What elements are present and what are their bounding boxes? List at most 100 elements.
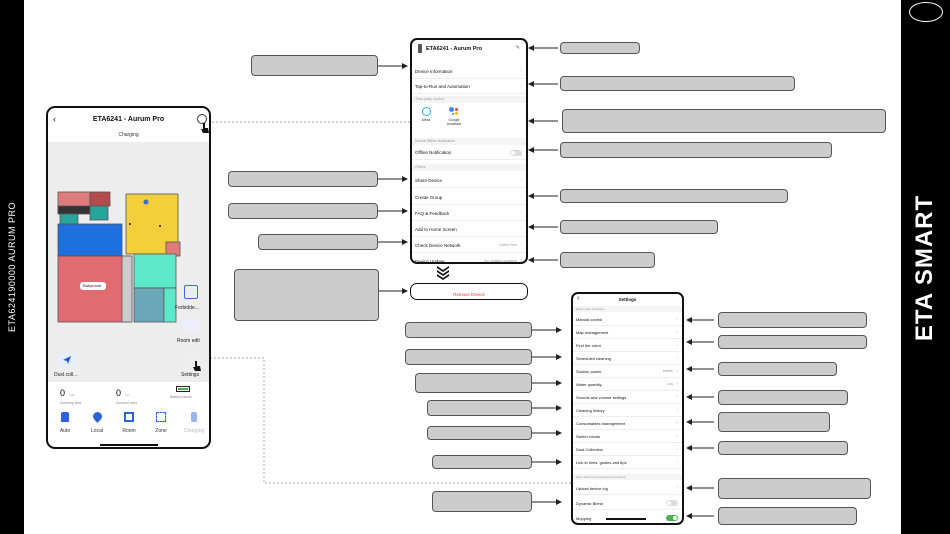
menu-label: Check Device Network (415, 243, 461, 248)
alexa-button[interactable]: Alexa (417, 107, 435, 122)
floor-map[interactable] (48, 142, 209, 382)
menu-add-home-screen[interactable]: Add to Home Screen› (412, 222, 526, 237)
chevron-right-icon: › (520, 194, 522, 200)
chevron-right-icon: › (520, 177, 522, 183)
settings-item[interactable]: Scheduled cleaning› (573, 352, 682, 365)
settings-item[interactable]: Manual control› (573, 313, 682, 326)
settings-item[interactable]: Cleaning history› (573, 404, 682, 417)
mode-bar: Auto Local Room Zone Charging (48, 408, 209, 447)
dust-collection-label: Dust coll... (54, 372, 78, 378)
mopping-toggle[interactable] (666, 515, 678, 521)
callout-box (718, 412, 830, 432)
section-third-party: Third-party Control (412, 96, 526, 103)
section-basic: Basic robot functions (573, 306, 682, 312)
callout-box (560, 142, 832, 158)
menu-label: Add to Home Screen (415, 227, 457, 232)
callout-box (718, 507, 857, 525)
settings-label: Map management (576, 330, 609, 335)
settings-label: Mopping (576, 516, 592, 521)
settings-title: Settings (618, 297, 637, 302)
menu-device-update[interactable]: Device Update No updates available › (412, 254, 526, 263)
settings-screen: ‹ Settings Basic robot functions Manual … (571, 292, 684, 525)
remove-device-button[interactable]: Remove Device (410, 283, 528, 300)
settings-value: Low (666, 382, 673, 386)
mode-label: Charging (183, 428, 205, 434)
chevron-right-icon: › (520, 210, 522, 216)
chevron-right-icon: › (676, 459, 678, 465)
settings-item[interactable]: Consumables management› (573, 417, 682, 430)
edit-pencil-icon[interactable]: ✎ (515, 45, 520, 51)
callout-box (560, 252, 655, 268)
settings-item[interactable]: Link to hints, guides and tips› (573, 456, 682, 469)
menu-faq-feedback[interactable]: FAQ & Feedback› (412, 206, 526, 221)
mode-auto[interactable]: Auto (54, 412, 76, 434)
menu-tap-to-run[interactable]: Tap-to-Run and Automation› (412, 79, 526, 94)
callout-box (560, 189, 788, 203)
menu-check-network[interactable]: Check Device Network Check Now › (412, 238, 526, 253)
settings-label: Cleaning history (576, 408, 605, 413)
settings-item[interactable]: Find the robot› (573, 339, 682, 352)
right-brand-bar: ETA SMART (901, 0, 950, 534)
mode-room[interactable]: Room (118, 412, 140, 434)
mode-local[interactable]: Local (86, 410, 108, 434)
forbidden-zone-icon[interactable] (184, 285, 198, 299)
device-thumbnail-icon (418, 44, 422, 53)
menu-device-information[interactable]: Device Information › (412, 64, 526, 79)
callout-box (415, 373, 532, 393)
mode-charging[interactable]: Charging (182, 412, 206, 434)
stat-label: Cleaning time (60, 401, 82, 405)
menu-value: No updates available (484, 259, 517, 263)
room-edit-icon[interactable] (182, 318, 200, 332)
more-options-icon[interactable] (197, 114, 207, 124)
chevron-right-icon: › (676, 368, 678, 374)
google-assistant-button[interactable]: Google Assistant (444, 107, 464, 126)
stat-unit: m² (125, 393, 129, 397)
hand-pointer-icon (193, 361, 201, 371)
menu-label: Device Information (415, 69, 453, 74)
settings-label: Manual control (576, 317, 603, 322)
callout-box (234, 269, 379, 321)
callout-box (560, 220, 718, 234)
settings-item[interactable]: Map management› (573, 326, 682, 339)
menu-share-device[interactable]: Share Device› (412, 173, 526, 188)
settings-item[interactable]: Dust Collection› (573, 443, 682, 456)
callout-box (251, 55, 378, 76)
callout-box (405, 322, 532, 338)
settings-mopping[interactable]: Mopping (573, 512, 682, 523)
settings-item[interactable]: Switch robots› (573, 430, 682, 443)
settings-value: Infinite (662, 369, 673, 373)
settings-item[interactable]: Sounds and volume settings› (573, 391, 682, 404)
callout-box (560, 42, 640, 54)
section-offline: Device Offline Notification (412, 138, 526, 145)
settings-upload-log[interactable]: Upload device log› (573, 482, 682, 495)
chevron-right-icon: › (520, 68, 522, 74)
device-menu-title: ETA6241 - Aurum Pro (426, 46, 482, 52)
left-side-bar: ETA624190000 AURUM PRO (0, 0, 24, 534)
location-pin-icon (90, 410, 104, 423)
settings-label: Consumables management (576, 421, 625, 426)
menu-value: Check Now (499, 243, 517, 247)
chevron-right-icon: › (676, 433, 678, 439)
settings-label: Sounds and volume settings (576, 395, 627, 400)
callout-box (405, 349, 532, 365)
google-assistant-label: Google Assistant (446, 118, 462, 126)
airplane-icon (63, 356, 71, 364)
mode-zone[interactable]: Zone (150, 412, 172, 434)
model-code-text: ETA624190000 AURUM PRO (7, 202, 17, 332)
menu-create-group[interactable]: Create Group› (412, 190, 526, 205)
back-arrow-icon[interactable]: ‹ (53, 114, 56, 124)
back-arrow-icon[interactable]: ‹ (577, 295, 580, 302)
settings-dynamic-blend[interactable]: Dynamic Blend (573, 497, 682, 510)
offline-toggle[interactable] (510, 150, 522, 156)
stat-value: 0 (60, 388, 66, 398)
callout-box (228, 171, 378, 187)
settings-label: Water quantity (576, 382, 602, 387)
google-assistant-icon (449, 107, 459, 116)
menu-offline-notification[interactable]: Offline Notification (412, 146, 526, 160)
dynamic-blend-toggle[interactable] (666, 500, 678, 506)
zone-icon (156, 412, 166, 422)
main-phone-screen: ‹ ETA6241 - Aurum Pro Charging (46, 106, 211, 449)
stat-label: Battery status (170, 395, 192, 399)
